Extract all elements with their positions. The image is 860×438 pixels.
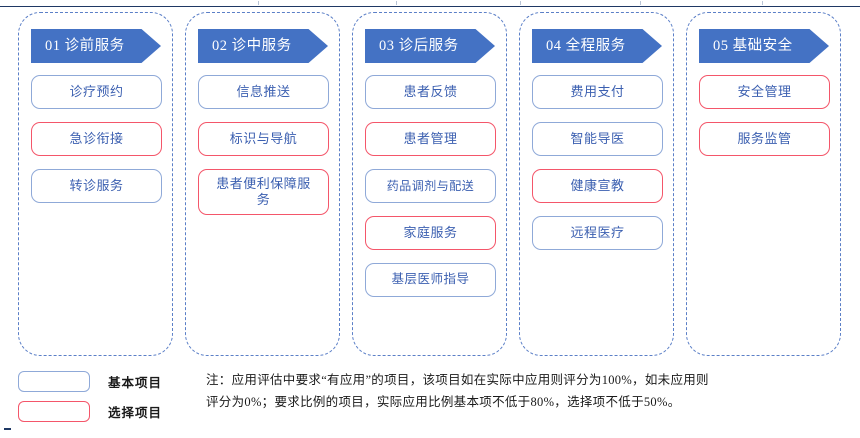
service-item[interactable]: 患者管理 [365, 122, 496, 156]
column-banner-label: 05 基础安全 [713, 37, 793, 54]
column-items-01: 诊疗预约 急诊衔接 转诊服务 [31, 75, 162, 216]
service-columns: 01 诊前服务 诊疗预约 急诊衔接 转诊服务 02 诊中服务 [0, 12, 860, 360]
column-banner-label: 02 诊中服务 [212, 37, 292, 54]
service-item[interactable]: 安全管理 [699, 75, 830, 109]
service-item-label: 基层医师指导 [391, 272, 470, 287]
service-item[interactable]: 药品调剂与配送 [365, 169, 496, 203]
top-artifact-speck [520, 1, 521, 5]
service-item[interactable]: 急诊衔接 [31, 122, 162, 156]
service-item-label: 急诊衔接 [69, 130, 124, 146]
service-column-01: 01 诊前服务 诊疗预约 急诊衔接 转诊服务 [18, 12, 173, 356]
column-banner-03: 03 诊后服务 [365, 29, 495, 63]
service-item-label: 费用支付 [570, 83, 625, 99]
service-item-label: 药品调剂与配送 [386, 178, 475, 193]
column-items-04: 费用支付 智能导医 健康宣教 远程医疗 [532, 75, 663, 263]
service-item-label: 患者反馈 [403, 83, 458, 99]
service-item[interactable]: 标识与导航 [198, 122, 329, 156]
legend-swatch-basic-icon [18, 370, 90, 392]
service-column-03: 03 诊后服务 患者反馈 患者管理 药品调剂与配送 家庭服务 基层医师指导 [352, 12, 507, 356]
legend-label-option: 选择项目 [108, 405, 163, 420]
service-item-label: 家庭服务 [403, 224, 458, 240]
column-banner-05: 05 基础安全 [699, 29, 829, 63]
service-item[interactable]: 服务监管 [699, 122, 830, 156]
service-column-04: 04 全程服务 费用支付 智能导医 健康宣教 远程医疗 [519, 12, 674, 356]
service-item[interactable]: 费用支付 [532, 75, 663, 109]
top-artifact-speck [640, 1, 641, 5]
service-item-label: 诊疗预约 [69, 83, 124, 99]
service-item-label: 信息推送 [236, 83, 291, 99]
footnote-line-2: 评分为0%；要求比例的项目，实际应用比例基本项不低于80%，选择项不低于50%。 [206, 394, 681, 409]
service-item[interactable]: 信息推送 [198, 75, 329, 109]
service-item-label: 标识与导航 [229, 130, 298, 146]
top-artifact-speck [762, 1, 763, 5]
service-item-label: 转诊服务 [69, 177, 124, 193]
legend-label-basic: 基本项目 [108, 375, 163, 390]
corner-artifact-mark [4, 428, 11, 430]
service-item[interactable]: 远程医疗 [532, 216, 663, 250]
service-item[interactable]: 智能导医 [532, 122, 663, 156]
column-banner-01: 01 诊前服务 [31, 29, 161, 63]
footnote: 注：应用评估中要求“有应用”的项目，该项目如在实际中应用则评分为100%，如未应… [206, 370, 850, 414]
legend-row-basic: 基本项目 [18, 368, 198, 394]
legend-swatch-option-icon [18, 400, 90, 422]
service-item-label: 远程医疗 [570, 224, 625, 240]
service-item[interactable]: 患者便利保障服务 [198, 169, 329, 215]
column-banner-label: 01 诊前服务 [45, 37, 125, 54]
column-banner-label: 03 诊后服务 [379, 37, 459, 54]
legend: 基本项目 选择项目 [18, 368, 198, 428]
service-item-label: 智能导医 [570, 130, 625, 146]
service-item[interactable]: 健康宣教 [532, 169, 663, 203]
service-item-label: 患者管理 [403, 130, 458, 146]
footnote-line-1: 注：应用评估中要求“有应用”的项目，该项目如在实际中应用则评分为100%，如未应… [206, 373, 709, 387]
legend-row-option: 选择项目 [18, 398, 198, 424]
service-item-label: 患者便利保障服务 [216, 175, 311, 207]
column-banner-label: 04 全程服务 [546, 37, 626, 54]
top-artifact-speck [258, 1, 259, 5]
service-item-label: 服务监管 [737, 130, 792, 146]
top-artifact-speck [396, 1, 397, 5]
service-item[interactable]: 转诊服务 [31, 169, 162, 203]
service-item[interactable]: 基层医师指导 [365, 263, 496, 297]
service-item[interactable]: 诊疗预约 [31, 75, 162, 109]
column-items-02: 信息推送 标识与导航 患者便利保障服务 [198, 75, 329, 228]
service-item[interactable]: 家庭服务 [365, 216, 496, 250]
service-item-label: 健康宣教 [570, 177, 625, 193]
column-items-05: 安全管理 服务监管 [699, 75, 830, 169]
column-banner-02: 02 诊中服务 [198, 29, 328, 63]
service-item[interactable]: 患者反馈 [365, 75, 496, 109]
service-item-label: 安全管理 [737, 83, 792, 99]
service-column-02: 02 诊中服务 信息推送 标识与导航 患者便利保障服务 [185, 12, 340, 356]
column-banner-04: 04 全程服务 [532, 29, 662, 63]
top-divider-rule [0, 6, 860, 7]
service-column-05: 05 基础安全 安全管理 服务监管 [686, 12, 841, 356]
column-items-03: 患者反馈 患者管理 药品调剂与配送 家庭服务 基层医师指导 [365, 75, 496, 310]
